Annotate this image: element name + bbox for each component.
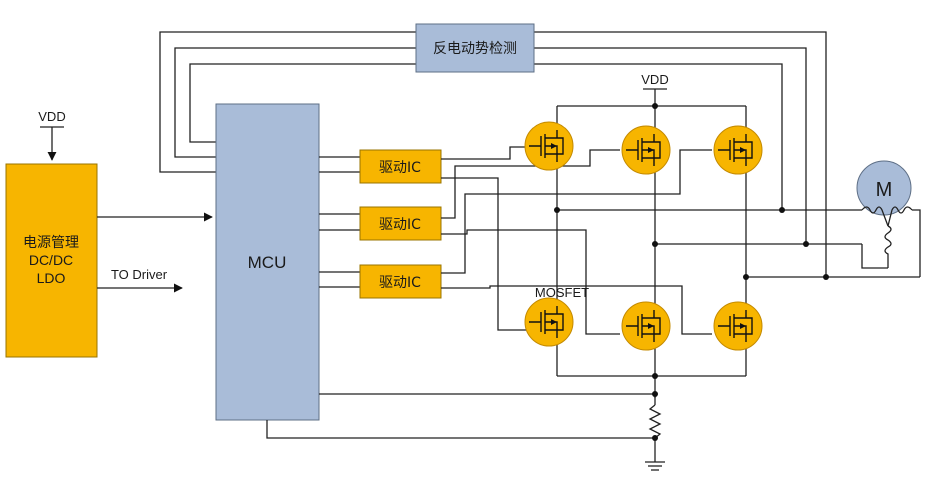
driver-ic-2 (359, 206, 442, 241)
driver-ic-1 (359, 149, 442, 184)
vdd-bridge-label: VDD (641, 72, 668, 87)
power-management-block (5, 163, 98, 358)
driver-ic-2-label: 驱动IC (379, 217, 421, 233)
bemf-detect-block (415, 23, 535, 73)
mosfets (524, 121, 763, 351)
driver-ic-1-label: 驱动IC (379, 160, 421, 176)
mosfet-high-b (621, 125, 671, 175)
gate-wires (441, 146, 712, 335)
motor-label: M (876, 179, 893, 201)
motor-coil-u (861, 206, 889, 227)
mosfet-low-c (713, 301, 763, 351)
power-block-line-2: DC/DC (29, 252, 73, 268)
vdd-left-label: VDD (38, 109, 65, 124)
motor-coil-v (884, 225, 892, 268)
power-supply-group: VDD 电源管理 DC/DC LDO TO Driver (5, 109, 213, 358)
shunt-ground (266, 393, 665, 471)
mosfet-low-b (621, 301, 671, 351)
motor-phase-w-lead (912, 209, 921, 277)
mcu-label: MCU (248, 253, 287, 272)
bemf-wires (159, 31, 827, 277)
to-driver-label: TO Driver (111, 267, 168, 282)
shunt-resistor (648, 404, 662, 439)
motor-group: M (856, 160, 921, 277)
motor-phase-v-lead (861, 244, 888, 269)
bemf-detect-label: 反电动势检测 (433, 41, 517, 57)
mcu-block (215, 103, 320, 421)
power-block-line-1: 电源管理 (23, 235, 79, 251)
mcu-driver-wires (319, 156, 360, 288)
mosfet-label: MOSFET (535, 285, 589, 300)
mosfet-high-c (713, 125, 763, 175)
driver-ic-3 (359, 264, 442, 299)
phase-wires (557, 209, 920, 278)
power-block-line-3: LDO (37, 270, 66, 286)
driver-ic-3-label: 驱动IC (379, 275, 421, 291)
junction-dots (554, 103, 829, 441)
motor-coil-w (887, 206, 913, 227)
mosfet-high-a (524, 121, 574, 171)
mosfet-low-a (524, 297, 574, 347)
